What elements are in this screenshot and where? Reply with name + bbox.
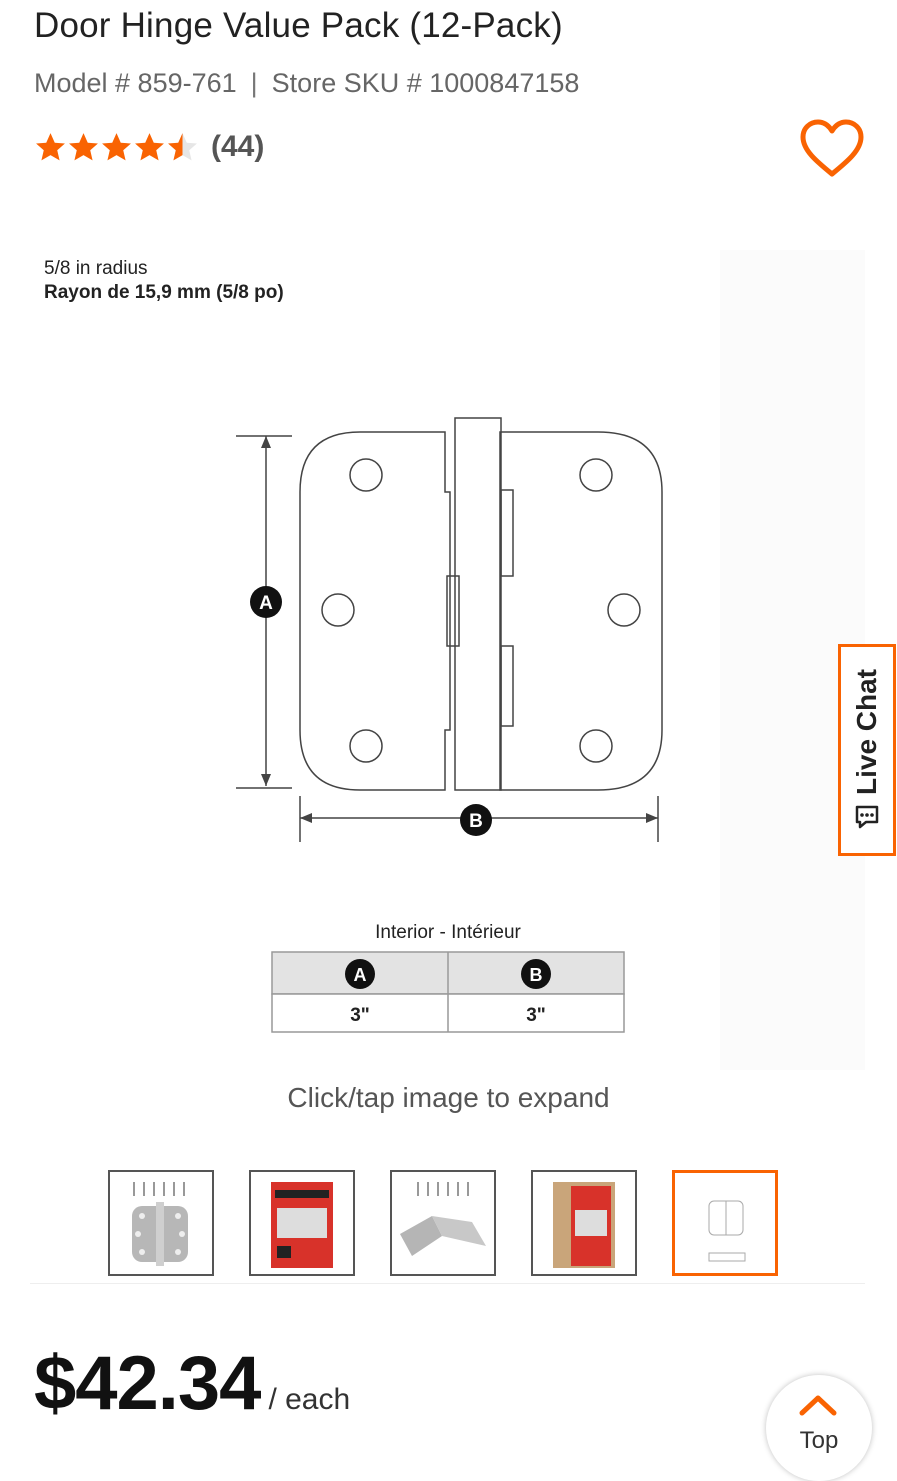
chat-bubble-icon <box>855 805 879 829</box>
thumbnail-hinge-open[interactable] <box>390 1170 496 1276</box>
dimension-a-marker: A <box>259 593 273 614</box>
table-value-a: 3" <box>350 1005 370 1026</box>
thumbnail-hinge-front[interactable] <box>108 1170 214 1276</box>
live-chat-button[interactable]: Live Chat <box>838 644 896 856</box>
price-unit: / each <box>268 1383 351 1416</box>
star-icon <box>135 132 164 160</box>
rating-summary[interactable]: (44) <box>34 130 264 164</box>
table-caption: Interior - Intérieur <box>375 922 521 943</box>
thumbnail-strip <box>108 1170 813 1276</box>
dimension-b-marker: B <box>469 811 483 832</box>
star-icon <box>69 132 98 160</box>
package-thumbnail-icon <box>271 1182 333 1268</box>
thumbnail-dimension-diagram[interactable] <box>672 1170 778 1276</box>
package-brown-thumbnail-icon <box>553 1182 615 1268</box>
table-header-b: B <box>530 965 543 985</box>
section-divider <box>30 1283 865 1284</box>
favorite-button[interactable] <box>798 118 866 180</box>
table-value-b: 3" <box>526 1005 546 1026</box>
product-title: Door Hinge Value Pack (12-Pack) <box>34 6 563 45</box>
expand-hint: Click/tap image to expand <box>287 1082 610 1113</box>
heart-icon <box>800 119 864 177</box>
half-star-icon <box>168 132 197 160</box>
hinge-dimension-diagram: 5/8 in radius Rayon de 15,9 mm (5/8 po) … <box>44 258 663 1033</box>
meta-separator: | <box>250 68 258 98</box>
radius-label-en: 5/8 in radius <box>44 258 148 279</box>
model-number: Model # 859-761 <box>34 68 237 98</box>
hinge-open-thumbnail-icon <box>400 1182 486 1256</box>
back-to-top-label: Top <box>799 1427 839 1454</box>
main-product-image[interactable]: 5/8 in radius Rayon de 15,9 mm (5/8 po) … <box>30 240 865 1070</box>
thumbnail-package-brown[interactable] <box>531 1170 637 1276</box>
star-icon <box>102 132 131 160</box>
diagram-thumbnail-icon <box>708 1200 746 1262</box>
star-rating <box>34 131 199 164</box>
hinge-thumbnail-icon <box>132 1182 188 1266</box>
hinge-drawing <box>236 417 663 842</box>
back-to-top-button[interactable]: Top <box>766 1375 872 1481</box>
radius-label-fr: Rayon de 15,9 mm (5/8 po) <box>44 282 284 303</box>
review-count[interactable]: (44) <box>211 130 265 163</box>
product-meta: Model # 859-761 | Store SKU # 1000847158 <box>34 68 579 99</box>
table-header-a: A <box>354 965 367 985</box>
thumbnail-package-red[interactable] <box>249 1170 355 1276</box>
live-chat-label: Live Chat <box>851 668 882 796</box>
price-block: $42.34 / each <box>34 1340 350 1427</box>
chevron-up-icon <box>799 1395 837 1416</box>
dimension-table <box>271 951 625 1033</box>
price-amount: $42.34 <box>34 1341 261 1426</box>
store-sku: Store SKU # 1000847158 <box>271 68 580 98</box>
star-icon <box>36 132 65 160</box>
